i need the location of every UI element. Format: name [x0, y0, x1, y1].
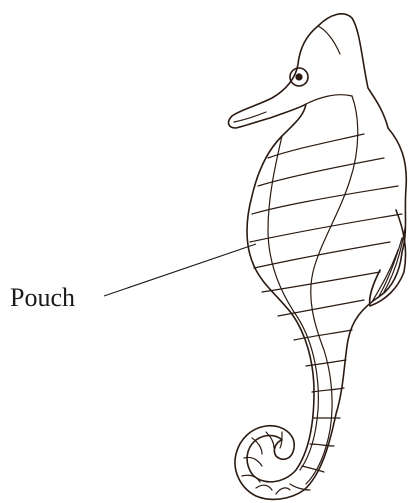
- seahorse-illustration: [229, 14, 407, 500]
- eye-pupil: [295, 73, 302, 80]
- spine-ridge: [306, 96, 358, 484]
- neck-line: [306, 95, 352, 104]
- pouch-leader-line: [104, 244, 256, 296]
- dorsal-fin-ray-1: [372, 250, 398, 302]
- dorsal-fin: [370, 210, 406, 306]
- tail-curl-segments: [242, 432, 290, 494]
- coronet: [318, 26, 340, 54]
- body-segments: [250, 134, 402, 490]
- pouch-label: Pouch: [10, 283, 75, 312]
